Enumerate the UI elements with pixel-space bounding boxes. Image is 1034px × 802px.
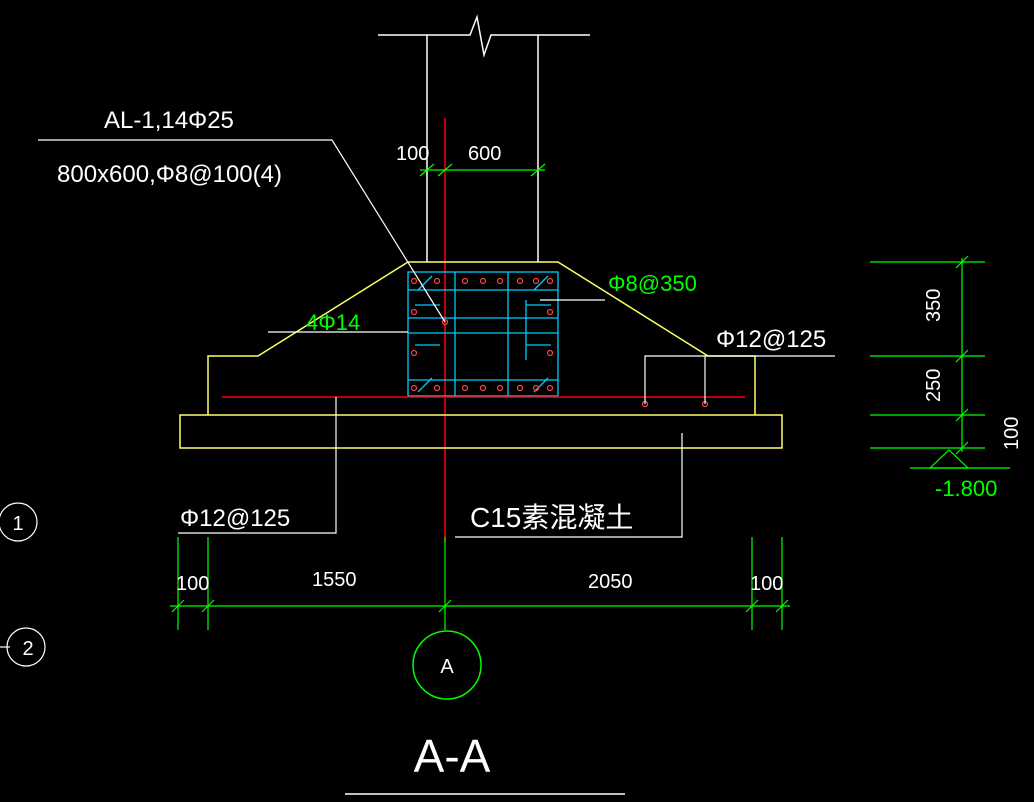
elevation-marker	[910, 449, 1010, 469]
beam-label-2: 800x600,Φ8@100(4)	[57, 161, 282, 188]
dim-bottom-2050: 2050	[588, 571, 633, 593]
beam-label-1: AL-1,14Φ25	[104, 107, 234, 134]
grid-1-label: 1	[12, 513, 23, 535]
section-title: A-A	[414, 730, 491, 782]
stirrup-label: Φ8@350	[608, 271, 697, 296]
bottom-bar-label: Φ12@125	[180, 505, 290, 532]
dim-bottom-100-left: 100	[176, 573, 209, 595]
right-bar-label: Φ12@125	[716, 326, 826, 353]
concrete-label: C15素混凝土	[470, 502, 633, 533]
beam-rebar	[407, 271, 559, 397]
dim-right-250: 250	[923, 369, 945, 402]
bottom-dimension	[170, 537, 790, 630]
rebar-points	[410, 277, 709, 408]
dim-bottom-100-right: 100	[750, 573, 783, 595]
dim-right-100: 100	[1001, 417, 1023, 450]
axis-a-label: A	[440, 656, 454, 678]
grid-1-bubble	[0, 502, 38, 542]
right-dimension	[870, 255, 985, 455]
dim-right-350: 350	[923, 289, 945, 322]
dim-col-width: 600	[468, 143, 501, 165]
column-dimension	[419, 163, 546, 177]
side-bar-label: 4Φ14	[306, 310, 360, 335]
dim-col-left: 100	[396, 143, 429, 165]
elevation-label: -1.800	[935, 476, 997, 501]
dim-bottom-1550: 1550	[312, 569, 357, 591]
column-outline	[378, 14, 590, 262]
axis-a-bubble	[412, 630, 482, 700]
leader-lines	[38, 139, 835, 538]
grid-2-label: 2	[22, 638, 33, 660]
